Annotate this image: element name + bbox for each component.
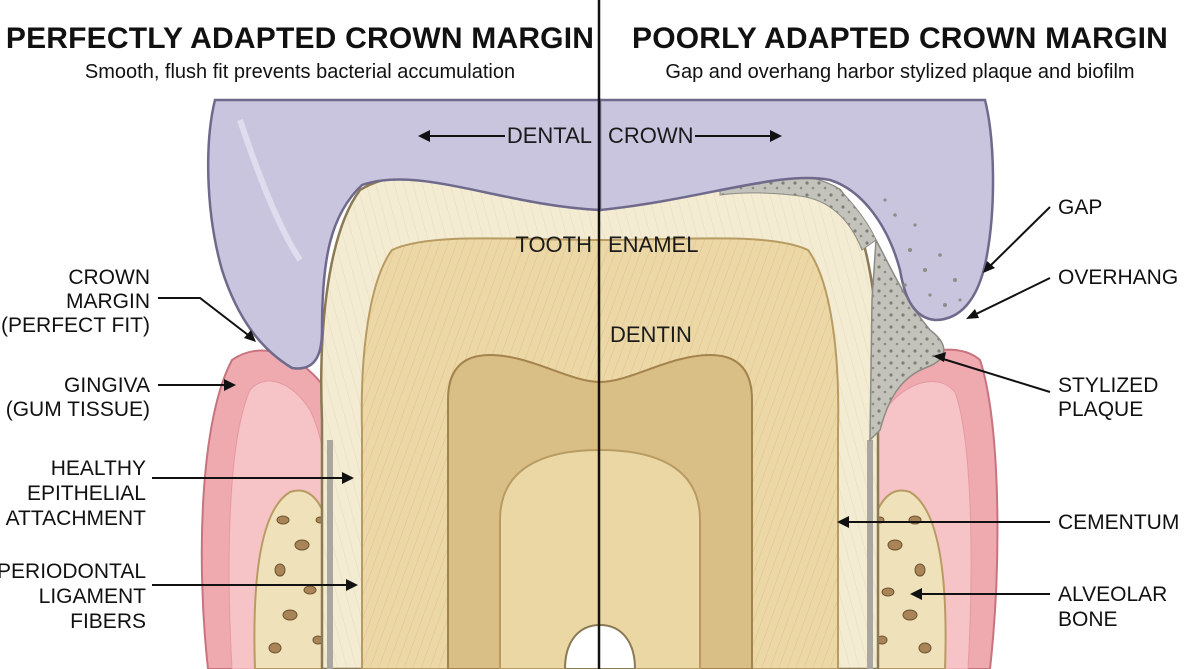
- label-gingiva: GINGIVA (GUM TISSUE): [6, 374, 236, 421]
- label-enamel: ENAMEL: [608, 232, 698, 257]
- cementum-line1: CEMENTUM: [1058, 511, 1179, 534]
- left-subtitle: Smooth, flush fit prevents bacterial acc…: [85, 61, 515, 83]
- crown-margin-arrowhead: [244, 330, 256, 342]
- label-dental: DENTAL: [507, 123, 592, 148]
- crown-highlight: [237, 119, 303, 262]
- right-subtitle: Gap and overhang harbor stylized plaque …: [665, 61, 1134, 83]
- overhang-arrow: [971, 277, 1051, 317]
- gap-arrow: [987, 206, 1051, 269]
- dental-crown-right: [598, 98, 995, 322]
- crown-arrowhead-right: [770, 130, 782, 142]
- overhang-line1: OVERHANG: [1058, 266, 1178, 289]
- epithelial-arrowhead: [342, 472, 354, 484]
- overhang-arrowhead: [966, 309, 979, 319]
- ligament-line1: PERIODONTAL: [0, 560, 146, 583]
- ligament-line3: FIBERS: [70, 610, 146, 633]
- epithelial-line2: EPITHELIAL: [27, 482, 146, 505]
- plaque-arrow: [939, 357, 1051, 393]
- crown-margin-line3: (PERFECT FIT): [1, 314, 150, 337]
- ligament-arrowhead: [346, 579, 358, 591]
- alveolar-line1: ALVEOLAR: [1058, 583, 1167, 606]
- right-title: POORLY ADAPTED CROWN MARGIN: [632, 22, 1168, 55]
- label-ligament: PERIODONTAL LIGAMENT FIBERS: [0, 560, 358, 633]
- plaque-line2: PLAQUE: [1058, 398, 1143, 421]
- epithelial-line3: ATTACHMENT: [6, 507, 147, 530]
- crown-arrowhead-left: [418, 130, 430, 142]
- epithelial-line1: HEALTHY: [51, 457, 146, 480]
- gingiva-line2: (GUM TISSUE): [6, 398, 150, 421]
- label-gap: GAP: [983, 196, 1102, 273]
- overhang-biofilm-dots: [883, 198, 962, 307]
- alveolar-line2: BONE: [1058, 608, 1118, 631]
- gap-arrowhead: [983, 261, 995, 273]
- label-alveolar-bone: ALVEOLAR BONE: [910, 583, 1167, 631]
- label-cementum: CEMENTUM: [837, 511, 1179, 534]
- dental-crown-left: [206, 98, 602, 370]
- label-crown-margin: CROWN MARGIN (PERFECT FIT): [1, 266, 256, 342]
- crown-margin-line1: CROWN: [68, 266, 150, 289]
- gingiva-line1: GINGIVA: [64, 374, 150, 397]
- cementum-arrowhead: [837, 516, 849, 528]
- label-dentin: DENTIN: [610, 322, 692, 347]
- plaque-line1: STYLIZED: [1058, 374, 1158, 397]
- crown-margin-arrow: [158, 297, 253, 339]
- left-title: PERFECTLY ADAPTED CROWN MARGIN: [6, 22, 594, 55]
- label-overhang: OVERHANG: [966, 266, 1178, 319]
- gap-line1: GAP: [1058, 196, 1102, 219]
- label-epithelial: HEALTHY EPITHELIAL ATTACHMENT: [6, 457, 354, 530]
- alveolar-arrowhead: [910, 588, 922, 600]
- crown-margin-line2: MARGIN: [66, 290, 150, 313]
- gingiva-arrowhead: [224, 379, 236, 391]
- label-plaque: STYLIZED PLAQUE: [933, 352, 1158, 421]
- ligament-line2: LIGAMENT: [39, 585, 147, 608]
- label-tooth: TOOTH: [515, 232, 592, 257]
- label-crown: CROWN: [608, 123, 694, 148]
- plaque-arrowhead: [933, 352, 946, 362]
